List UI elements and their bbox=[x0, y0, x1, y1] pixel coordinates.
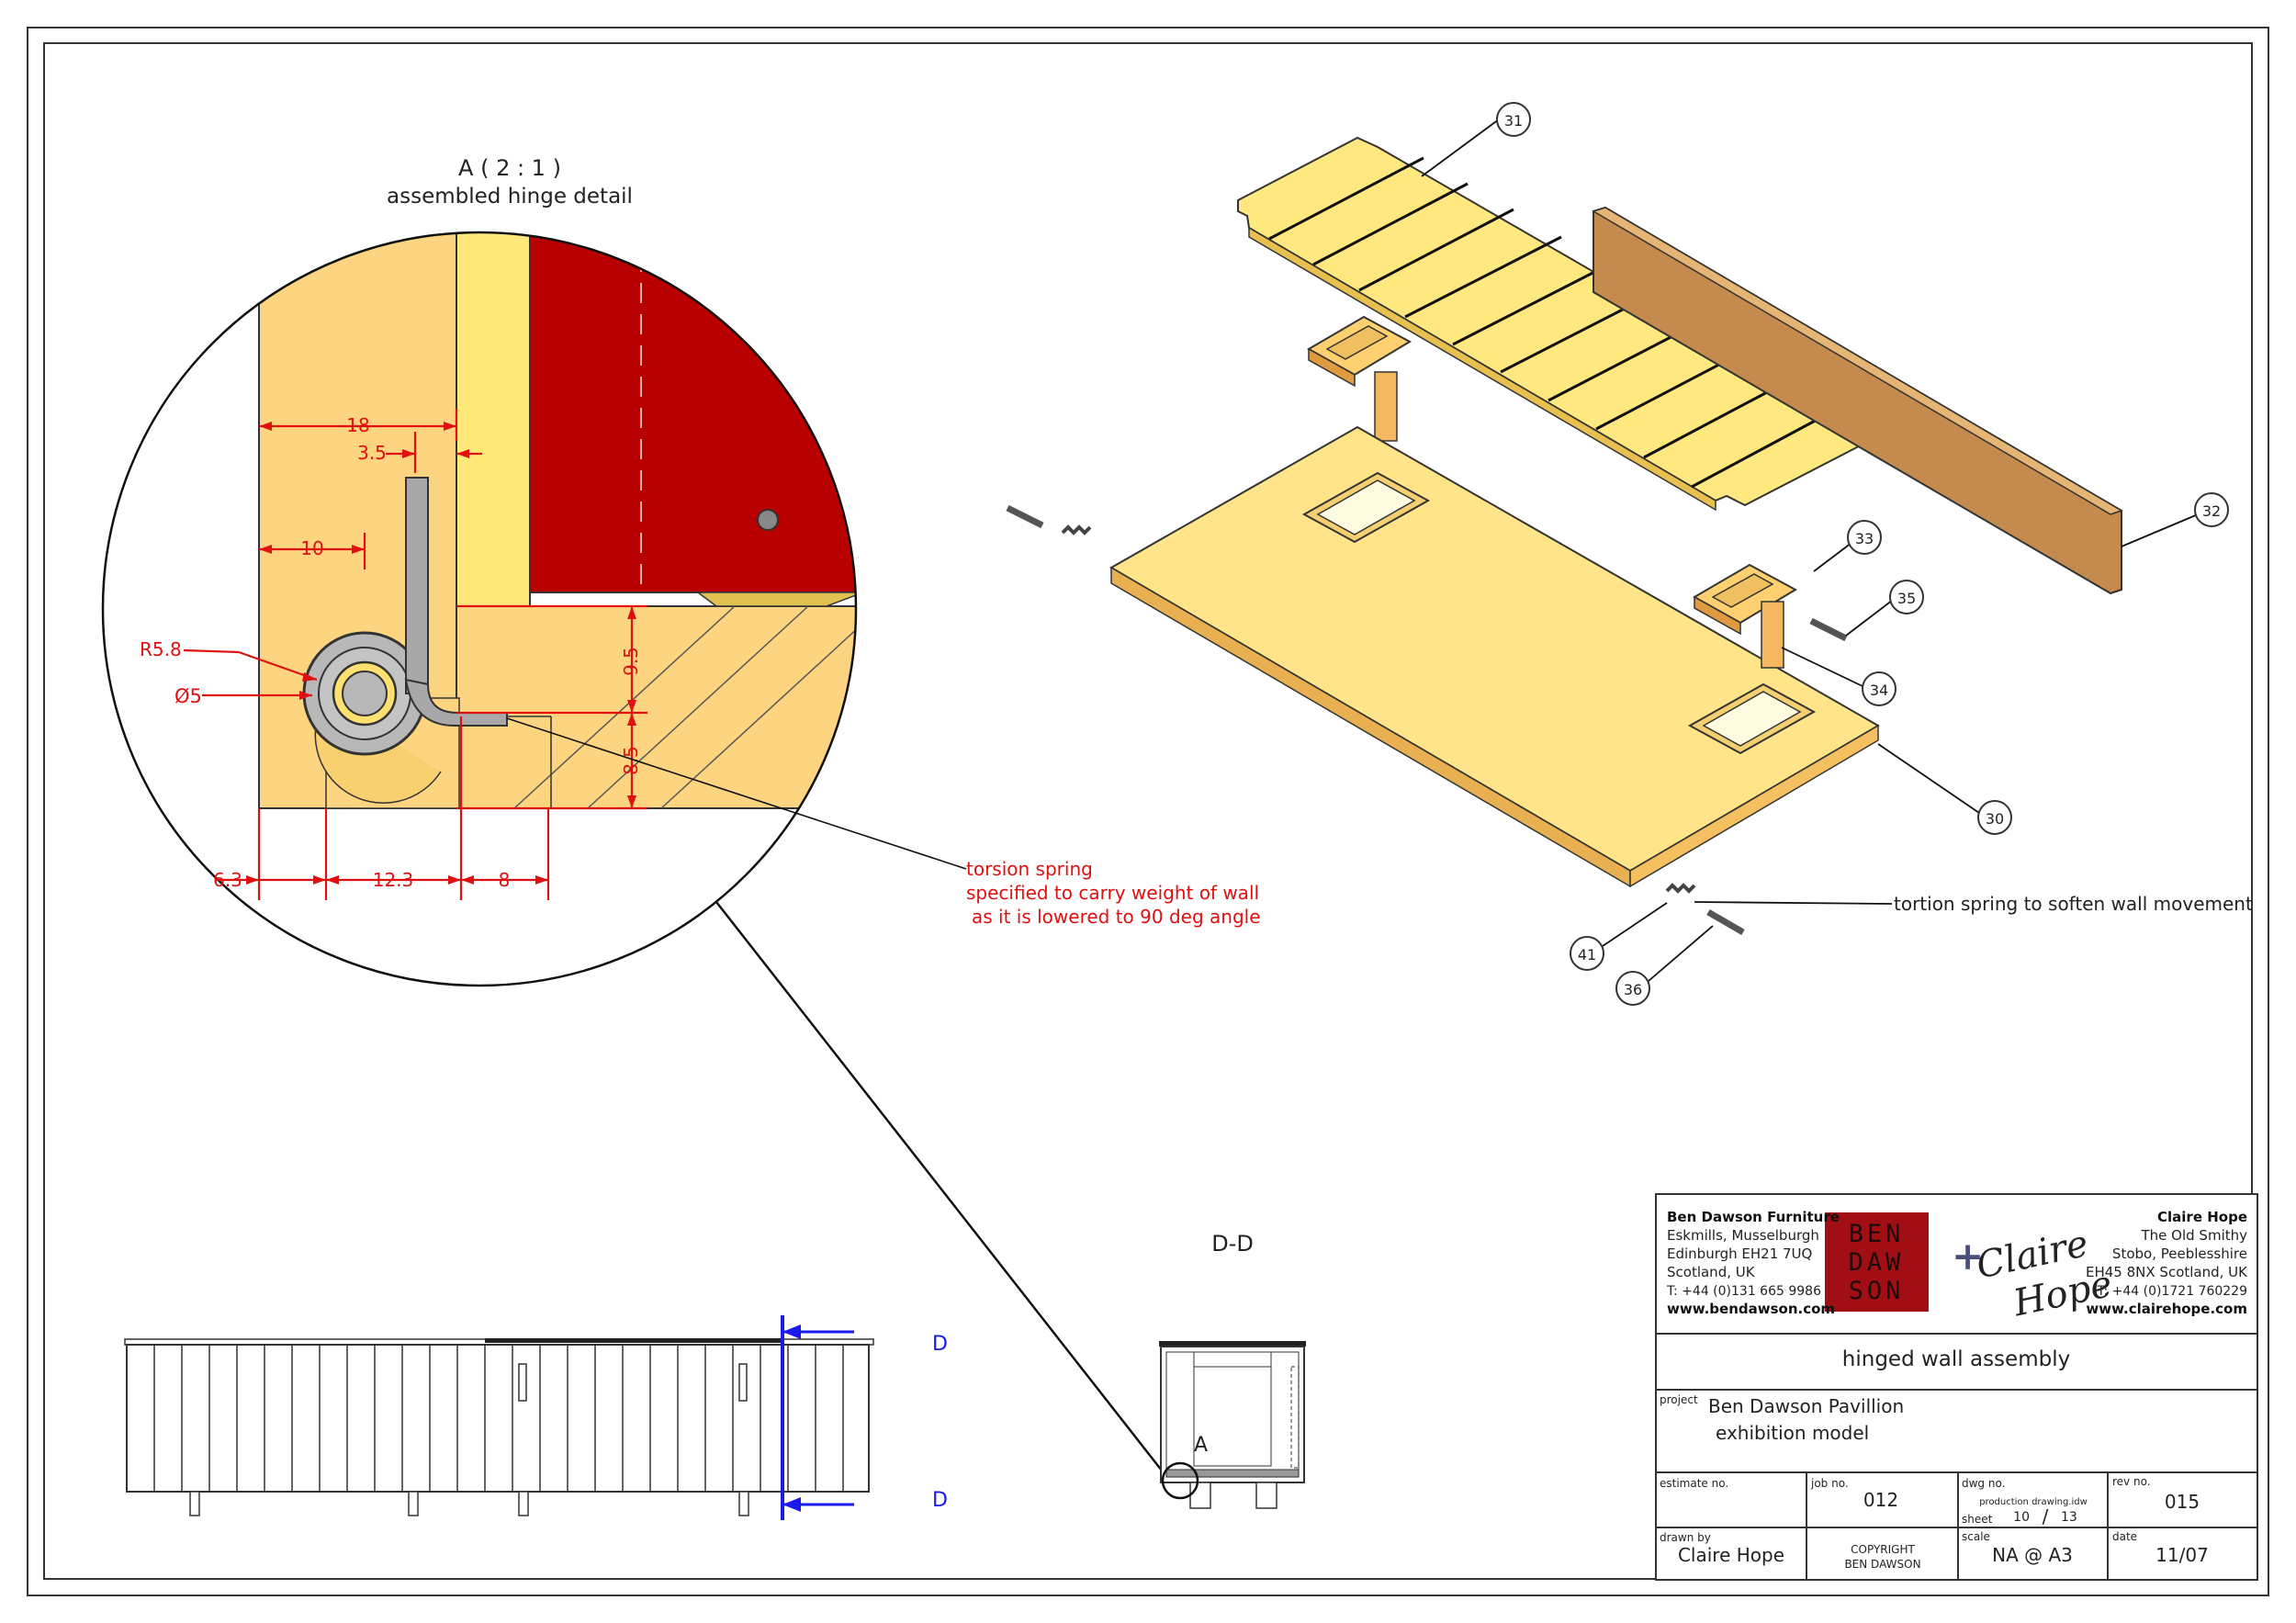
section-title: D-D bbox=[1211, 1231, 1254, 1257]
section-arrow-d-top: D bbox=[932, 1333, 948, 1356]
elevation-view bbox=[124, 1315, 874, 1520]
spring-leader bbox=[506, 717, 967, 870]
tb-left-address-2: Edinburgh EH21 7UQ bbox=[1667, 1245, 1812, 1262]
dwg-label: dwg no. bbox=[1962, 1477, 2005, 1490]
tb-left-phone: T: +44 (0)131 665 9986 bbox=[1666, 1284, 1821, 1299]
date-label: date bbox=[2112, 1530, 2137, 1543]
tb-left-address-1: Eskmills, Musselburgh bbox=[1667, 1227, 1819, 1244]
job-label: job no. bbox=[1810, 1477, 1849, 1490]
dim-6-3: 6.3 bbox=[213, 869, 242, 891]
svg-text:31: 31 bbox=[1504, 112, 1523, 130]
dim-phi5: Ø5 bbox=[174, 685, 202, 707]
spring-note-1: torsion spring bbox=[966, 858, 1093, 880]
hinge-detail-view bbox=[103, 232, 856, 986]
exploded-assembly bbox=[1006, 118, 2210, 982]
balloon-33: 33 bbox=[1847, 520, 1882, 555]
spring-note-3: as it is lowered to 90 deg angle bbox=[972, 906, 1261, 928]
copyright-line-2: BEN DAWSON bbox=[1844, 1558, 1920, 1571]
scale-value: NA @ A3 bbox=[1992, 1544, 2073, 1566]
detail-leader bbox=[715, 901, 1169, 1480]
project-line-2: exhibition model bbox=[1716, 1422, 1869, 1444]
tb-right-address-1: The Old Smithy bbox=[2141, 1227, 2248, 1244]
dwg-file: production drawing.idw bbox=[1979, 1497, 2088, 1507]
inner-border bbox=[43, 42, 2253, 1580]
drawn-by: Claire Hope bbox=[1678, 1544, 1784, 1566]
dim-8: 8 bbox=[499, 869, 511, 891]
tb-left-address-3: Scotland, UK bbox=[1667, 1264, 1756, 1280]
date-value: 11/07 bbox=[2155, 1544, 2209, 1566]
tb-right-web: www.clairehope.com bbox=[2086, 1301, 2247, 1317]
balloon-36: 36 bbox=[1615, 971, 1650, 1006]
title-block bbox=[1655, 1193, 2258, 1581]
detail-subtitle: assembled hinge detail bbox=[387, 185, 633, 209]
balloon-34: 34 bbox=[1862, 671, 1896, 706]
drawing-title: hinged wall assembly bbox=[1842, 1347, 2070, 1371]
balloon-30: 30 bbox=[1977, 800, 2012, 835]
sheet-label: sheet bbox=[1962, 1513, 1993, 1526]
sheet-separator: / bbox=[2043, 1505, 2049, 1527]
rev-label: rev no. bbox=[2112, 1475, 2151, 1488]
svg-text:36: 36 bbox=[1624, 981, 1642, 998]
tb-left-web: www.bendawson.com bbox=[1667, 1301, 1835, 1317]
balloon-41: 41 bbox=[1570, 936, 1604, 971]
estimate-label: estimate no. bbox=[1660, 1477, 1728, 1490]
section-view bbox=[1159, 1341, 1306, 1509]
logo-text-3: SON bbox=[1849, 1277, 1905, 1305]
logo-text-1: BEN bbox=[1849, 1220, 1905, 1248]
job-number: 012 bbox=[1863, 1489, 1898, 1511]
svg-text:32: 32 bbox=[2202, 502, 2221, 520]
tb-left-company: Ben Dawson Furniture bbox=[1667, 1209, 1840, 1225]
sheet-count: 13 bbox=[2061, 1510, 2077, 1525]
tb-right-address-3: EH45 8NX Scotland, UK bbox=[2086, 1264, 2248, 1280]
svg-text:35: 35 bbox=[1897, 590, 1916, 607]
balloon-31: 31 bbox=[1496, 102, 1531, 137]
tortion-spring-note: tortion spring to soften wall movement bbox=[1894, 893, 2253, 915]
tb-right-address-2: Stobo, Peeblesshire bbox=[2112, 1245, 2247, 1262]
dimension-lines bbox=[183, 409, 647, 900]
balloon-35: 35 bbox=[1889, 580, 1924, 614]
sheet-number: 10 bbox=[2013, 1510, 2030, 1525]
dim-9-5: 9.5 bbox=[620, 647, 642, 676]
section-arrow-d-bottom: D bbox=[932, 1489, 948, 1512]
project-label: project bbox=[1660, 1393, 1698, 1406]
plus-sign: + bbox=[1952, 1234, 1984, 1279]
dim-8-5: 8.5 bbox=[620, 746, 642, 775]
detail-circle bbox=[101, 231, 858, 987]
section-label-a: A bbox=[1194, 1434, 1208, 1457]
outer-border bbox=[27, 27, 2269, 1596]
project-line-1: Ben Dawson Pavillion bbox=[1708, 1395, 1904, 1417]
svg-text:30: 30 bbox=[1986, 810, 2004, 828]
dim-r5-8: R5.8 bbox=[140, 638, 182, 660]
copyright-line-1: COPYRIGHT bbox=[1851, 1543, 1915, 1556]
drawn-by-label: drawn by bbox=[1660, 1531, 1711, 1544]
tb-right-company: Claire Hope bbox=[2157, 1209, 2247, 1225]
svg-text:41: 41 bbox=[1578, 946, 1596, 964]
detail-title: A ( 2 : 1 ) bbox=[458, 155, 561, 181]
spring-note-2: specified to carry weight of wall bbox=[966, 882, 1259, 904]
dim-3-5: 3.5 bbox=[357, 442, 387, 464]
scale-label: scale bbox=[1962, 1530, 1990, 1543]
logo-text-2: DAW bbox=[1849, 1248, 1905, 1277]
svg-text:33: 33 bbox=[1855, 530, 1874, 547]
dim-18: 18 bbox=[346, 414, 369, 436]
dim-12-3: 12.3 bbox=[373, 869, 414, 891]
svg-text:34: 34 bbox=[1870, 682, 1888, 699]
tb-right-phone: T: +44 (0)1721 760229 bbox=[2096, 1284, 2247, 1299]
rev-number: 015 bbox=[2165, 1491, 2200, 1513]
dim-10: 10 bbox=[300, 537, 323, 559]
balloon-32: 32 bbox=[2194, 492, 2229, 527]
